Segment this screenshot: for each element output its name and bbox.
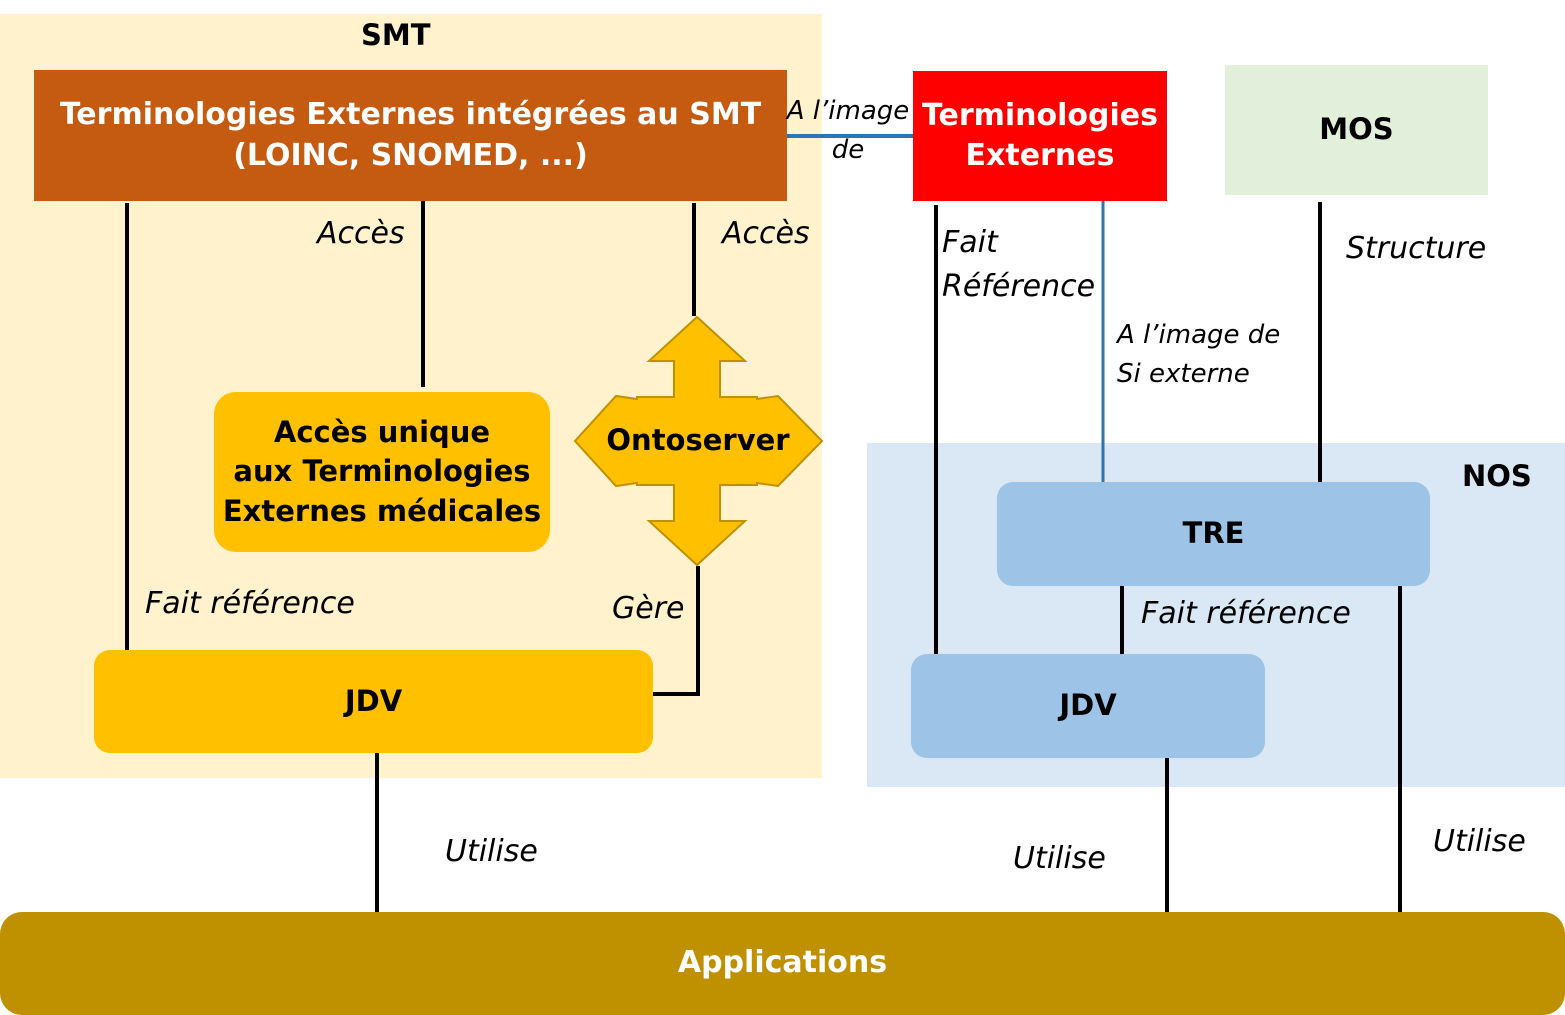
applications-box: Applications (0, 912, 1565, 1015)
label-utilise-smt: Utilise (445, 834, 538, 869)
line-ontoserver-jdv (652, 566, 700, 696)
smt-title: SMT (361, 18, 431, 52)
label-utilise-tre: Utilise (1433, 824, 1526, 859)
acces-unique-label: Accès unique aux Terminologies Externes … (222, 415, 542, 528)
label-acces-right: Accès (722, 216, 810, 251)
acces-unique-box: Accès unique aux Terminologies Externes … (214, 392, 550, 552)
ontoserver-label-box: Ontoserver (597, 418, 799, 464)
label-a-limage-de-si-externe: A l’image de Si externe (1117, 320, 1281, 389)
jdv-smt-label: JDV (344, 683, 403, 718)
jdv-smt-box: JDV (94, 650, 653, 753)
label-a-limage-de: A l’image de (786, 96, 910, 165)
jdv-nos-label: JDV (1059, 688, 1117, 723)
ontoserver-label: Ontoserver (606, 423, 790, 458)
ontoserver-shape (573, 315, 824, 567)
jdv-nos-box: JDV (911, 654, 1265, 758)
terminologies-integrees-label: Terminologies Externes intégrées au SMT … (59, 97, 762, 173)
tre-label: TRE (1182, 516, 1245, 551)
mos-label: MOS (1319, 112, 1394, 147)
label-utilise-nos: Utilise (1013, 841, 1106, 876)
label-structure: Structure (1346, 231, 1487, 266)
label-fait-reference-nos: Fait référence (1141, 596, 1351, 631)
nos-title: NOS (1462, 459, 1532, 493)
label-fait-reference-ext: Fait Référence (942, 225, 1096, 304)
label-acces-left: Accès (317, 216, 405, 251)
terminologies-externes-label: Terminologies Externes (922, 97, 1158, 174)
applications-label: Applications (677, 945, 888, 981)
mos-box: MOS (1225, 65, 1488, 195)
label-gere: Gère (612, 591, 685, 626)
label-fait-reference-smt: Fait référence (145, 586, 355, 621)
terminologies-externes-box: Terminologies Externes (913, 71, 1167, 201)
tre-box: TRE (997, 482, 1430, 586)
terminologies-integrees-box: Terminologies Externes intégrées au SMT … (34, 70, 787, 201)
